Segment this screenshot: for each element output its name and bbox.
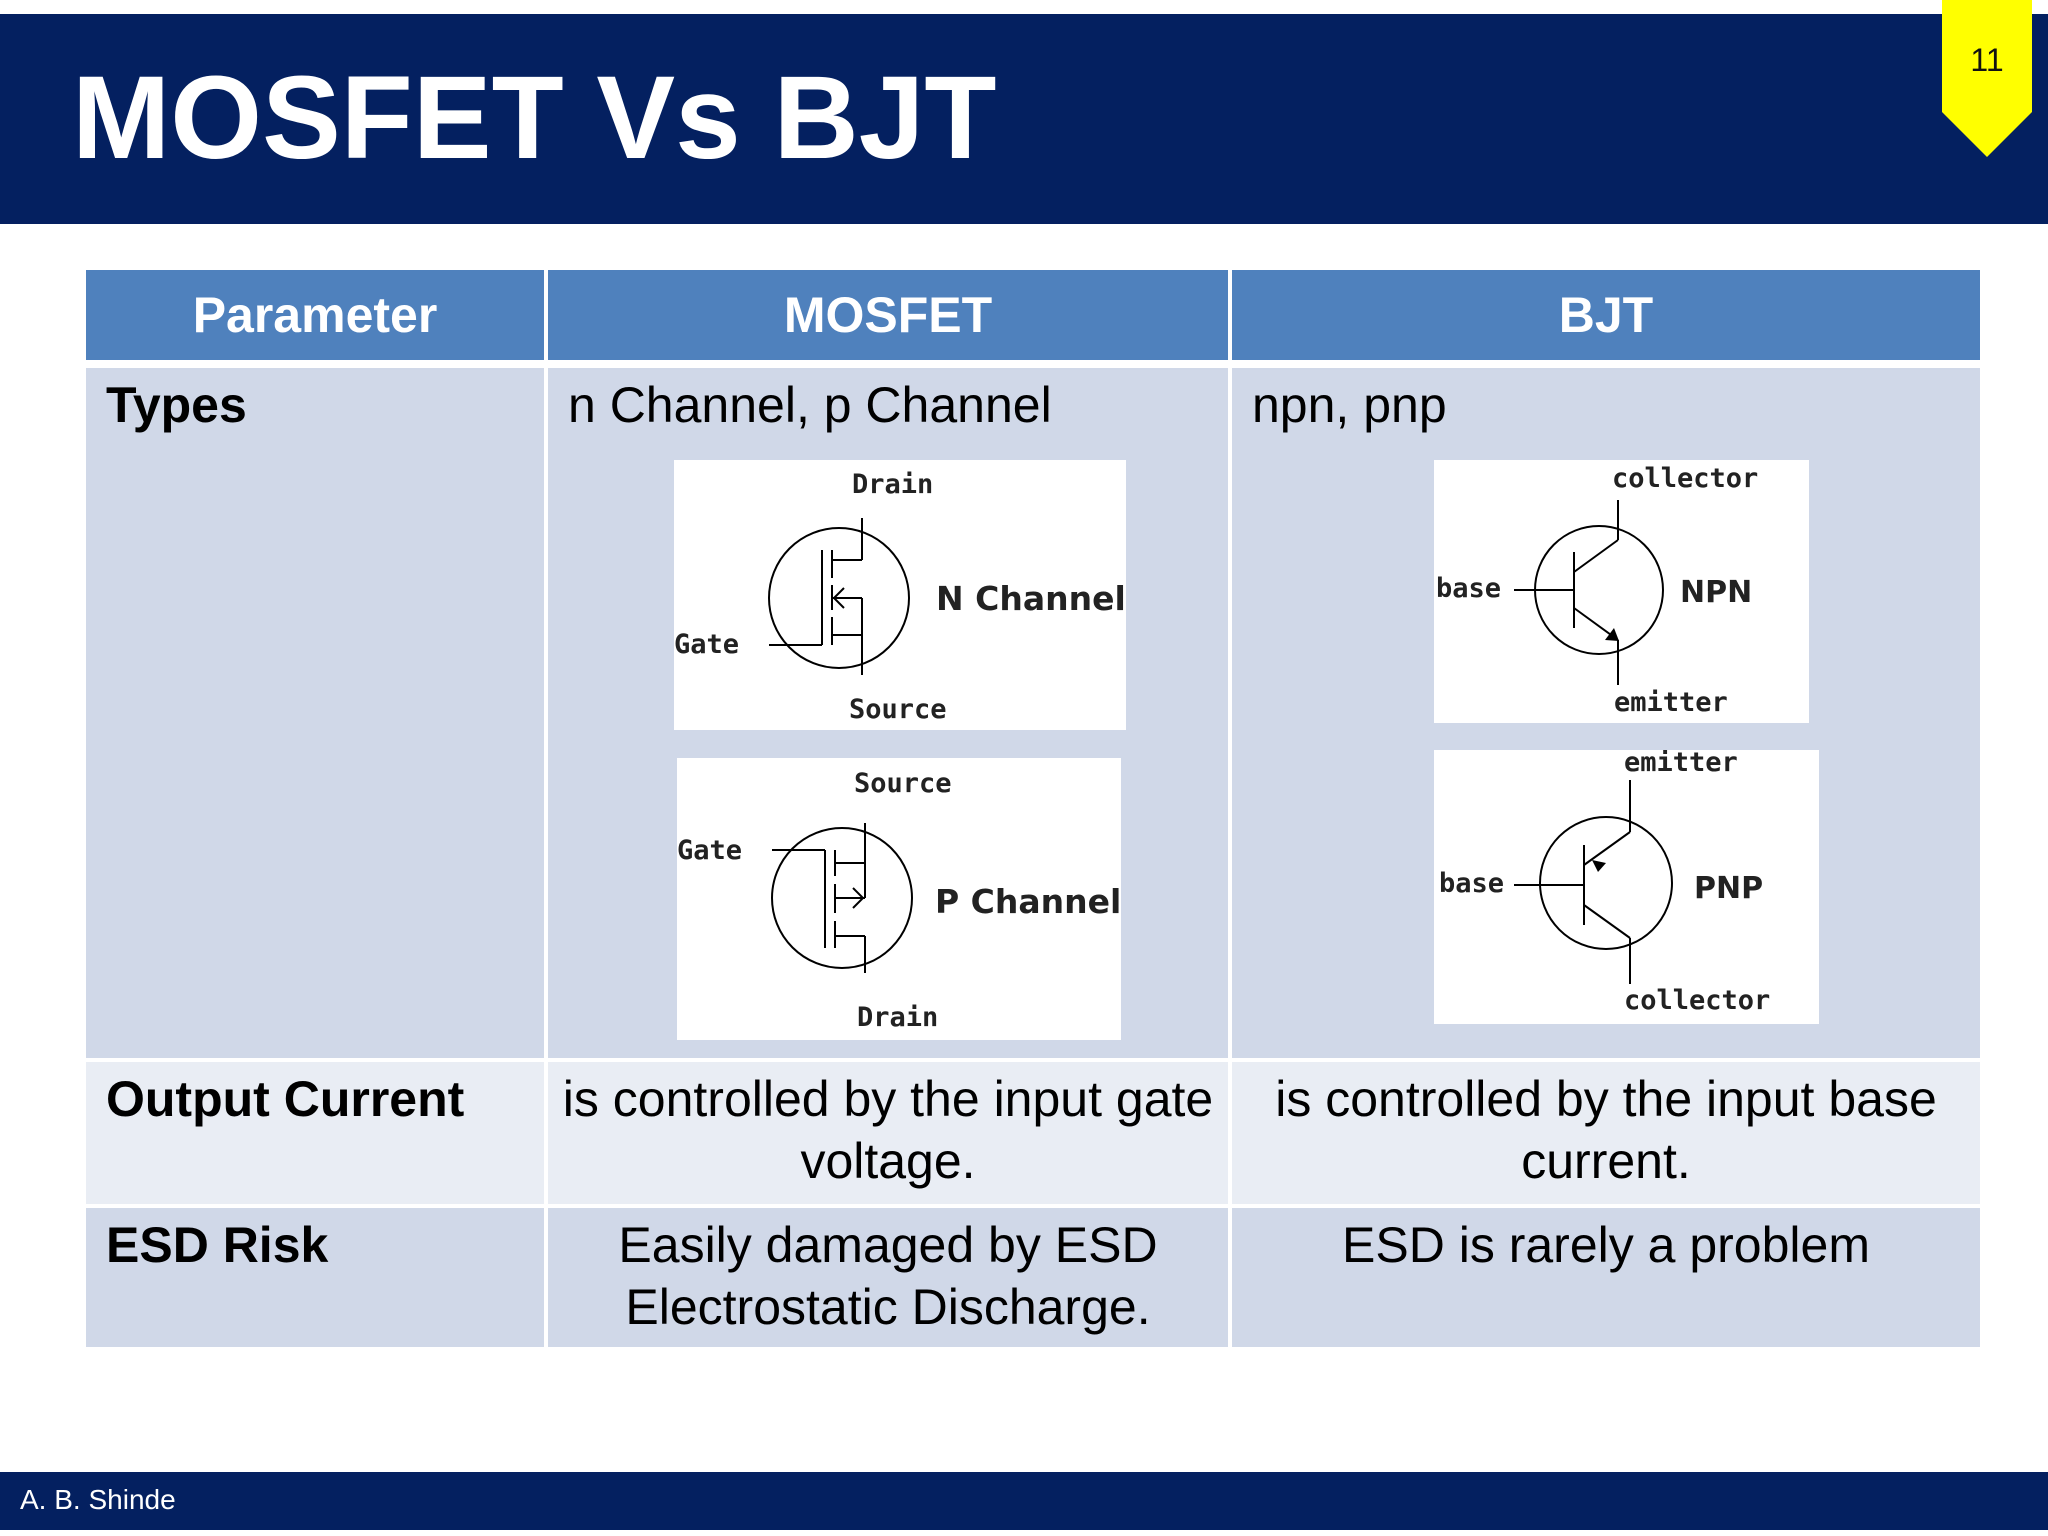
bjt-esd-text: ESD is rarely a problem	[1342, 1217, 1870, 1273]
row-types-label: Types	[86, 368, 544, 1058]
n-channel-mosfet-diagram: Drain Gate Source N Channel	[674, 460, 1126, 730]
pnp-top-label: emitter	[1624, 750, 1738, 778]
n-mosfet-bottom-label: Source	[849, 694, 947, 725]
p-mosfet-bottom-label: Drain	[857, 1002, 938, 1033]
npn-base-label: base	[1436, 573, 1501, 604]
bjt-output-text: is controlled by the input base current.	[1275, 1071, 1937, 1189]
npn-bjt-diagram: collector base emitter NPN	[1434, 460, 1809, 723]
p-mosfet-name-label: P Channel	[935, 882, 1121, 921]
mosfet-output-text: is controlled by the input gate voltage.	[562, 1071, 1214, 1189]
row-output-bjt: is controlled by the input base current.	[1232, 1062, 1980, 1204]
row-esd-bjt: ESD is rarely a problem	[1232, 1208, 1980, 1347]
pnp-bottom-label: collector	[1624, 985, 1770, 1016]
page-number: 11	[1970, 42, 2004, 78]
slide-title: MOSFET Vs BJT	[72, 52, 997, 184]
npn-bottom-label: emitter	[1614, 687, 1728, 718]
npn-top-label: collector	[1612, 463, 1758, 494]
p-mosfet-top-label: Source	[854, 768, 952, 799]
author-name: A. B. Shinde	[20, 1484, 176, 1515]
header-mosfet: MOSFET	[548, 270, 1228, 360]
page-number-tag	[1942, 0, 2032, 157]
n-mosfet-name-label: N Channel	[936, 579, 1126, 618]
p-mosfet-gate-label: Gate	[677, 835, 742, 866]
row-esd-label: ESD Risk	[86, 1208, 544, 1347]
n-mosfet-top-label: Drain	[852, 469, 933, 500]
npn-name-label: NPN	[1680, 575, 1752, 610]
row-output-label: Output Current	[86, 1062, 544, 1204]
pnp-base-label: base	[1439, 868, 1504, 899]
row-output-mosfet: is controlled by the input gate voltage.	[548, 1062, 1228, 1204]
mosfet-types-text: n Channel, p Channel	[568, 377, 1052, 433]
row-esd-mosfet: Easily damaged by ESD Electrostatic Disc…	[548, 1208, 1228, 1347]
header-parameter: Parameter	[86, 270, 544, 360]
header-bjt: BJT	[1232, 270, 1980, 360]
bjt-types-text: npn, pnp	[1252, 377, 1447, 433]
n-mosfet-gate-label: Gate	[674, 629, 739, 660]
footer-bar: A. B. Shinde	[0, 1472, 2048, 1530]
mosfet-esd-text: Easily damaged by ESD Electrostatic Disc…	[618, 1217, 1158, 1335]
pnp-bjt-diagram: emitter base collector PNP	[1434, 750, 1819, 1024]
title-banner	[0, 14, 2048, 224]
pnp-name-label: PNP	[1694, 871, 1763, 906]
p-channel-mosfet-diagram: Source Gate Drain P Channel	[677, 758, 1121, 1040]
